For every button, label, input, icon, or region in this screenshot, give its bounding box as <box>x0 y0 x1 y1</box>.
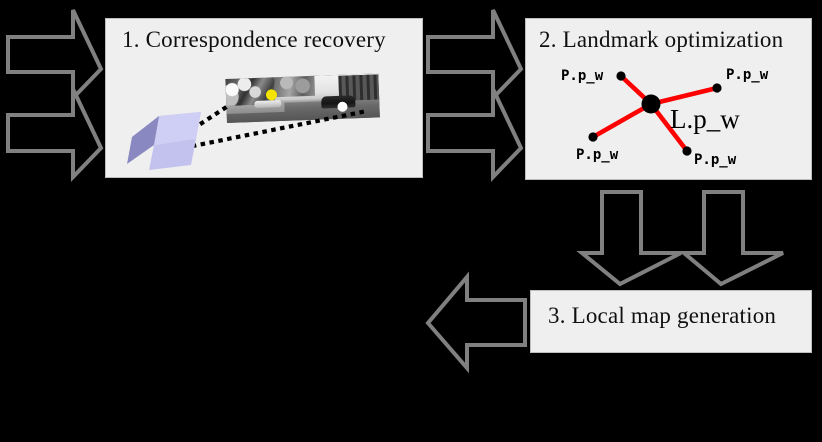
landmark-graph: P.p_w P.p_w P.p_w P.p_w L.p_w <box>525 18 812 180</box>
arrow-3-to-1 <box>425 271 527 374</box>
projection-ray-lower <box>182 108 368 151</box>
node-label-observation-4: P.p_w <box>694 152 737 168</box>
node-label-observation-3: P.p_w <box>576 147 619 163</box>
arrow-input-top <box>6 9 104 103</box>
camera-body-main <box>154 112 201 145</box>
stage-1-title: 1. Correspondence recovery <box>122 27 386 52</box>
node-label-observation-1: P.p_w <box>561 68 604 84</box>
arrow-1-to-2-top <box>426 9 524 103</box>
camera-side-face <box>127 116 159 164</box>
arrow-input-bottom <box>6 88 104 182</box>
stage-3-title: 3. Local map generation <box>548 303 777 328</box>
graph-node-observation-4 <box>682 146 692 156</box>
arrow-2-to-3-left <box>576 190 682 287</box>
stage-1-illustration <box>105 18 423 178</box>
stage-2-title: 2. Landmark optimization <box>539 27 784 52</box>
graph-node-observation-1 <box>616 71 626 81</box>
node-label-landmark: L.p_w <box>670 104 740 134</box>
stage-box-local-map-generation[interactable] <box>530 290 812 353</box>
camera-bottom-face <box>149 139 196 170</box>
node-label-observation-2: P.p_w <box>726 67 769 83</box>
graph-node-observation-2 <box>712 83 722 93</box>
graph-edge-4 <box>649 102 689 153</box>
arrow-2-to-3-right <box>678 190 784 287</box>
graph-node-observation-3 <box>588 132 598 142</box>
graph-node-landmark <box>641 94 661 114</box>
arrow-1-to-2-bottom <box>426 88 524 182</box>
graph-edge-3 <box>591 102 653 139</box>
graph-edge-2 <box>650 85 718 107</box>
camera-and-rays <box>127 104 368 170</box>
landmark-graph-svg <box>588 71 722 156</box>
